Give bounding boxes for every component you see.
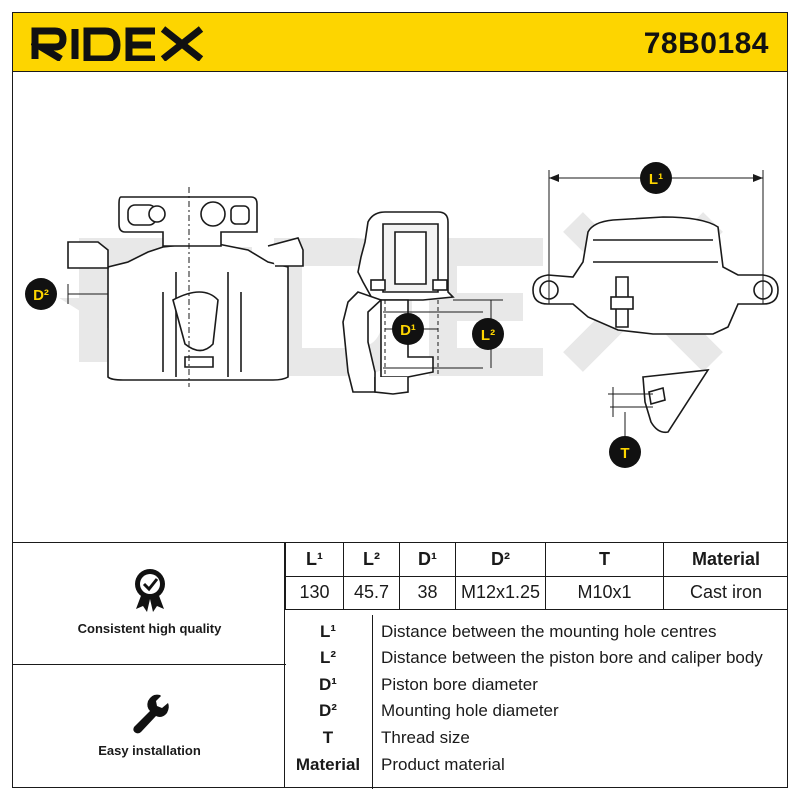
wrench-icon	[132, 694, 169, 734]
features-panel: Consistent high quality Easy installatio…	[12, 542, 286, 788]
feature-installation: Easy installation	[13, 665, 286, 788]
d2-marker-label: D²	[33, 287, 49, 304]
legend-desc: Piston bore diameter	[381, 675, 538, 694]
ridex-logo	[31, 26, 204, 61]
feature-quality-label: Consistent high quality	[77, 621, 222, 636]
legend-key: L²	[319, 648, 337, 667]
spec-value-row: 130 45.7 38 M12x1.25 M10x1 Cast iron	[285, 575, 788, 610]
legend-item: L¹ Distance between the mounting hole ce…	[285, 619, 788, 645]
caliper-front-view	[67, 187, 304, 387]
legend-desc: Distance between the mounting hole centr…	[381, 622, 717, 641]
specifications-panel: L¹ L² D¹ D² T Material 130 45.7 38 M12x1…	[285, 542, 788, 789]
legend-key: L¹	[319, 622, 337, 641]
legend-item: T Thread size	[285, 725, 788, 751]
t-dimension: T	[609, 412, 641, 468]
spec-header-d2: D²	[455, 543, 546, 577]
legend-divider	[372, 615, 373, 789]
spec-header-l1: L¹	[285, 543, 344, 577]
legend-key: D¹	[319, 675, 337, 694]
d1-marker-label: D¹	[400, 322, 416, 339]
caliper-section-view	[342, 211, 455, 395]
spec-header-d1: D¹	[399, 543, 456, 577]
spec-value-d1: 38	[399, 575, 456, 610]
spec-header-material: Material	[663, 543, 788, 577]
d2-dimension: D²	[25, 278, 109, 310]
spec-value-l1: 130	[285, 575, 344, 610]
legend-desc: Distance between the piston bore and cal…	[381, 648, 763, 667]
t-marker-label: T	[620, 445, 629, 462]
legend-item: L² Distance between the piston bore and …	[285, 645, 788, 671]
part-number: 78B0184	[643, 27, 769, 60]
feature-installation-label: Easy installation	[98, 743, 201, 758]
spec-value-t: M10x1	[545, 575, 664, 610]
l1-marker-label: L¹	[649, 171, 663, 188]
technical-drawing: D² D¹ L²	[12, 72, 788, 542]
caliper-drawing-svg: D² D¹ L²	[25, 162, 779, 468]
feature-quality: Consistent high quality	[13, 543, 286, 665]
spec-value-material: Cast iron	[663, 575, 788, 610]
bleed-screw-detail	[608, 369, 710, 434]
legend-key: Material	[295, 755, 361, 774]
spec-header-row: L¹ L² D¹ D² T Material	[285, 543, 788, 577]
spec-header-l2: L²	[343, 543, 400, 577]
legend-item: D¹ Piston bore diameter	[285, 672, 788, 698]
header-bar: 78B0184	[12, 12, 788, 72]
legend-list: L¹ Distance between the mounting hole ce…	[285, 615, 788, 789]
spec-table: L¹ L² D¹ D² T Material 130 45.7 38 M12x1…	[285, 543, 788, 610]
l1-dimension: L¹	[548, 162, 764, 304]
legend-key: T	[322, 728, 334, 747]
quality-badge-icon	[134, 569, 165, 612]
legend-item: Material Product material	[285, 752, 788, 778]
legend-desc: Product material	[381, 755, 505, 774]
spec-value-l2: 45.7	[343, 575, 400, 610]
spec-value-d2: M12x1.25	[455, 575, 546, 610]
legend-desc: Mounting hole diameter	[381, 701, 559, 720]
legend-key: D²	[319, 701, 337, 720]
caliper-top-view	[532, 216, 779, 335]
l2-marker-label: L²	[481, 327, 495, 344]
legend-desc: Thread size	[381, 728, 470, 747]
legend-item: D² Mounting hole diameter	[285, 698, 788, 724]
spec-header-t: T	[545, 543, 664, 577]
d1-dimension: D¹	[383, 300, 483, 377]
l2-dimension: L²	[453, 299, 504, 368]
